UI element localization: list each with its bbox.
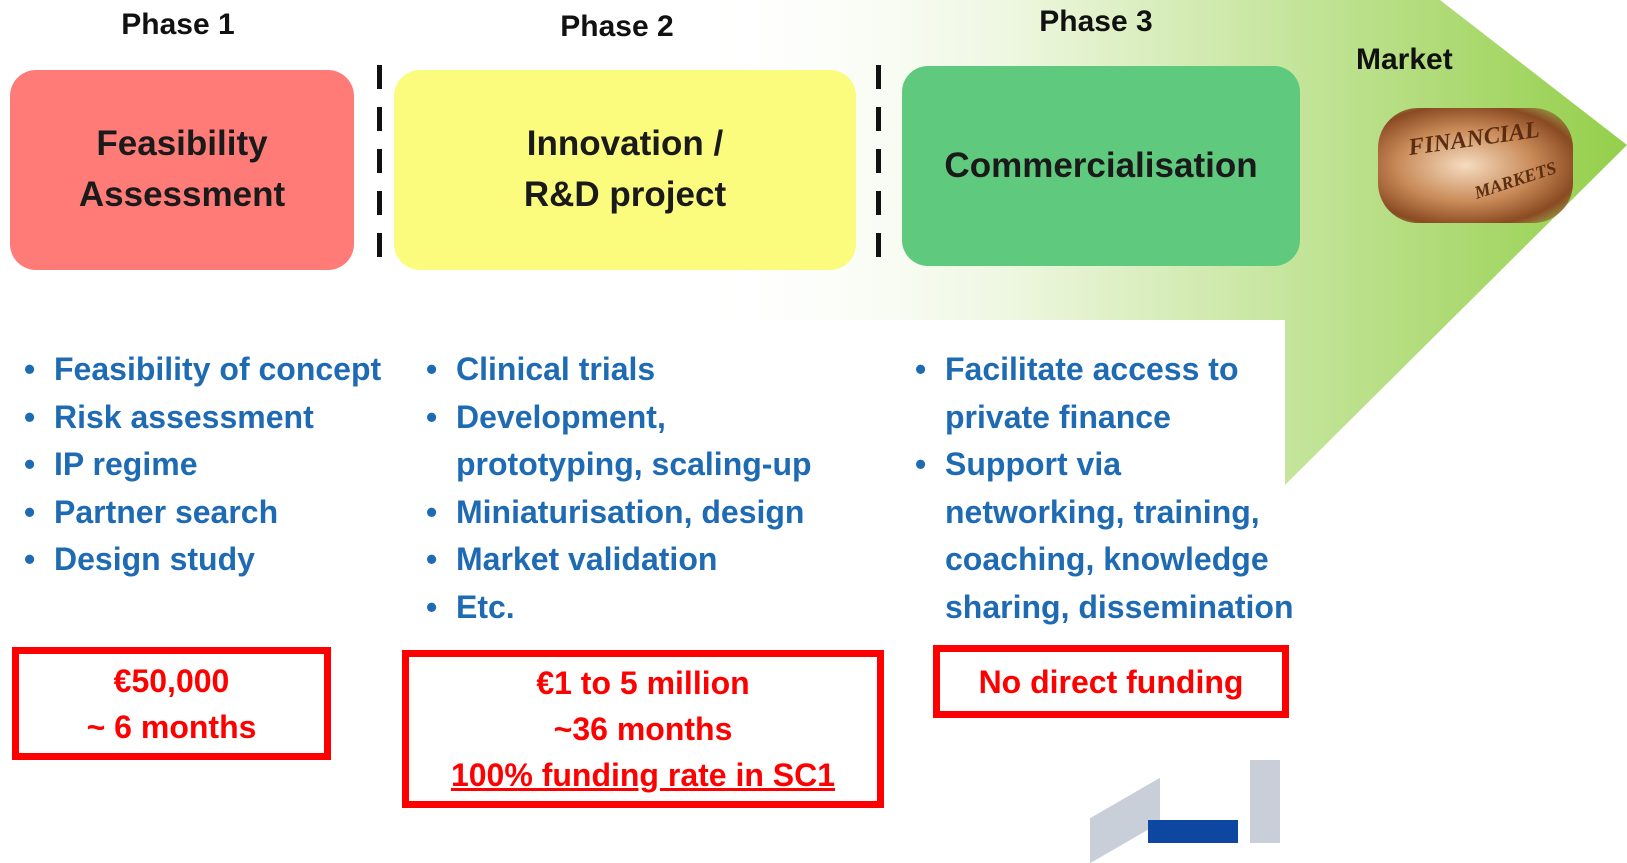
list-item: Partner search	[22, 489, 402, 537]
phase-1-funding-amount: €50,000	[113, 662, 230, 699]
list-item: Miniaturisation, design	[424, 489, 844, 537]
list-item: Market validation	[424, 536, 844, 584]
phase-3-funding-box: No direct funding	[933, 645, 1289, 718]
phase-2-label: Phase 2	[560, 10, 674, 43]
phase-2-funding-box: €1 to 5 million ~36 months 100% funding …	[402, 650, 884, 808]
market-image-word-financial: FINANCIAL	[1406, 116, 1542, 162]
list-item: Clinical trials	[424, 346, 844, 394]
list-item: Development, prototyping, scaling-up	[424, 394, 844, 489]
list-item: Feasibility of concept	[22, 346, 402, 394]
phase-3-funding-note: No direct funding	[978, 663, 1244, 700]
phase-2-activities: Clinical trials Development, prototyping…	[424, 346, 844, 631]
phase-1-label: Phase 1	[121, 8, 235, 41]
phase-divider-2-3	[876, 65, 881, 265]
phase-2-box: Innovation / R&D project	[394, 70, 856, 270]
phase-1-funding-duration: ~ 6 months	[86, 708, 257, 745]
phase-1-title: Feasibility Assessment	[78, 124, 286, 214]
list-item: Facilitate access to private finance	[913, 346, 1313, 441]
list-item: Support via networking, training, coachi…	[913, 441, 1313, 631]
eu-flag-icon	[1148, 820, 1238, 843]
european-commission-logo	[1090, 760, 1280, 863]
phase-1-activities: Feasibility of concept Risk assessment I…	[22, 346, 402, 584]
phase-2-funding-duration: ~36 months	[553, 711, 733, 747]
phase-2-title: Innovation / R&D project	[523, 124, 727, 214]
financial-markets-image: FINANCIAL MARKETS	[1378, 108, 1573, 223]
phase-3-label: Phase 3	[1039, 5, 1153, 38]
list-item: Etc.	[424, 584, 844, 632]
phase-divider-1-2	[377, 65, 382, 265]
phase-3-activities: Facilitate access to private finance Sup…	[913, 346, 1313, 631]
market-image-word-markets: MARKETS	[1471, 157, 1559, 203]
phase-2-funding-rate: 100% funding rate in SC1	[450, 757, 836, 793]
list-item: IP regime	[22, 441, 402, 489]
list-item: Design study	[22, 536, 402, 584]
list-item: Risk assessment	[22, 394, 402, 442]
phase-3-box: Commercialisation	[902, 66, 1300, 266]
phase-1-funding-box: €50,000 ~ 6 months	[12, 647, 331, 760]
phase-1-box: Feasibility Assessment	[10, 70, 354, 270]
phase-3-title: Commercialisation	[944, 145, 1258, 185]
phase-2-funding-amount: €1 to 5 million	[536, 665, 750, 701]
market-label: Market	[1356, 43, 1453, 76]
